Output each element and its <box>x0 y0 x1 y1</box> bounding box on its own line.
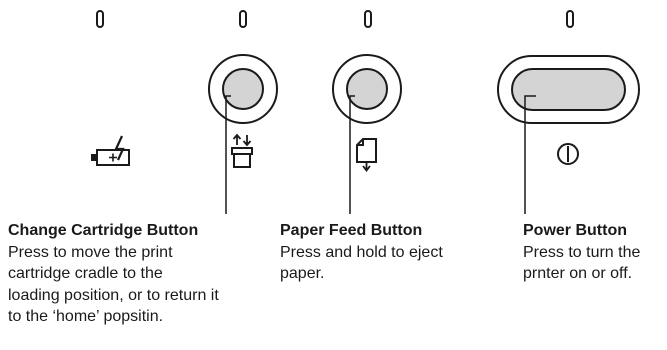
paper-feed-description: Press and hold to eject paper. <box>280 243 443 283</box>
power-title: Power Button <box>523 222 627 239</box>
led-indicator-4 <box>566 10 574 28</box>
power-description: Press to turn the prnter on or off. <box>523 243 641 283</box>
change-cartridge-title: Change Cartridge Button <box>8 222 199 239</box>
paper-feed-icon <box>356 138 377 172</box>
battery-charging-icon <box>91 135 130 166</box>
paper-feed-button[interactable] <box>332 54 402 124</box>
leader-line-change-cartridge <box>225 95 231 214</box>
paper-feed-label: Paper Feed Button Press and hold to ejec… <box>280 220 510 285</box>
power-icon <box>557 143 579 165</box>
led-indicator-3 <box>364 10 372 28</box>
led-indicator-2 <box>239 10 247 28</box>
change-cartridge-description: Press to move the print cartridge cradle… <box>8 243 219 326</box>
leader-line-power <box>524 95 536 214</box>
change-cartridge-label: Change Cartridge Button Press to move th… <box>8 220 278 328</box>
paper-feed-title: Paper Feed Button <box>280 222 423 239</box>
cartridge-icon <box>231 133 253 168</box>
led-indicator-1 <box>96 10 104 28</box>
power-button[interactable] <box>497 55 640 124</box>
power-label: Power Button Press to turn the prnter on… <box>523 220 663 285</box>
leader-line-paper-feed <box>349 95 355 214</box>
change-cartridge-button[interactable] <box>208 54 278 124</box>
